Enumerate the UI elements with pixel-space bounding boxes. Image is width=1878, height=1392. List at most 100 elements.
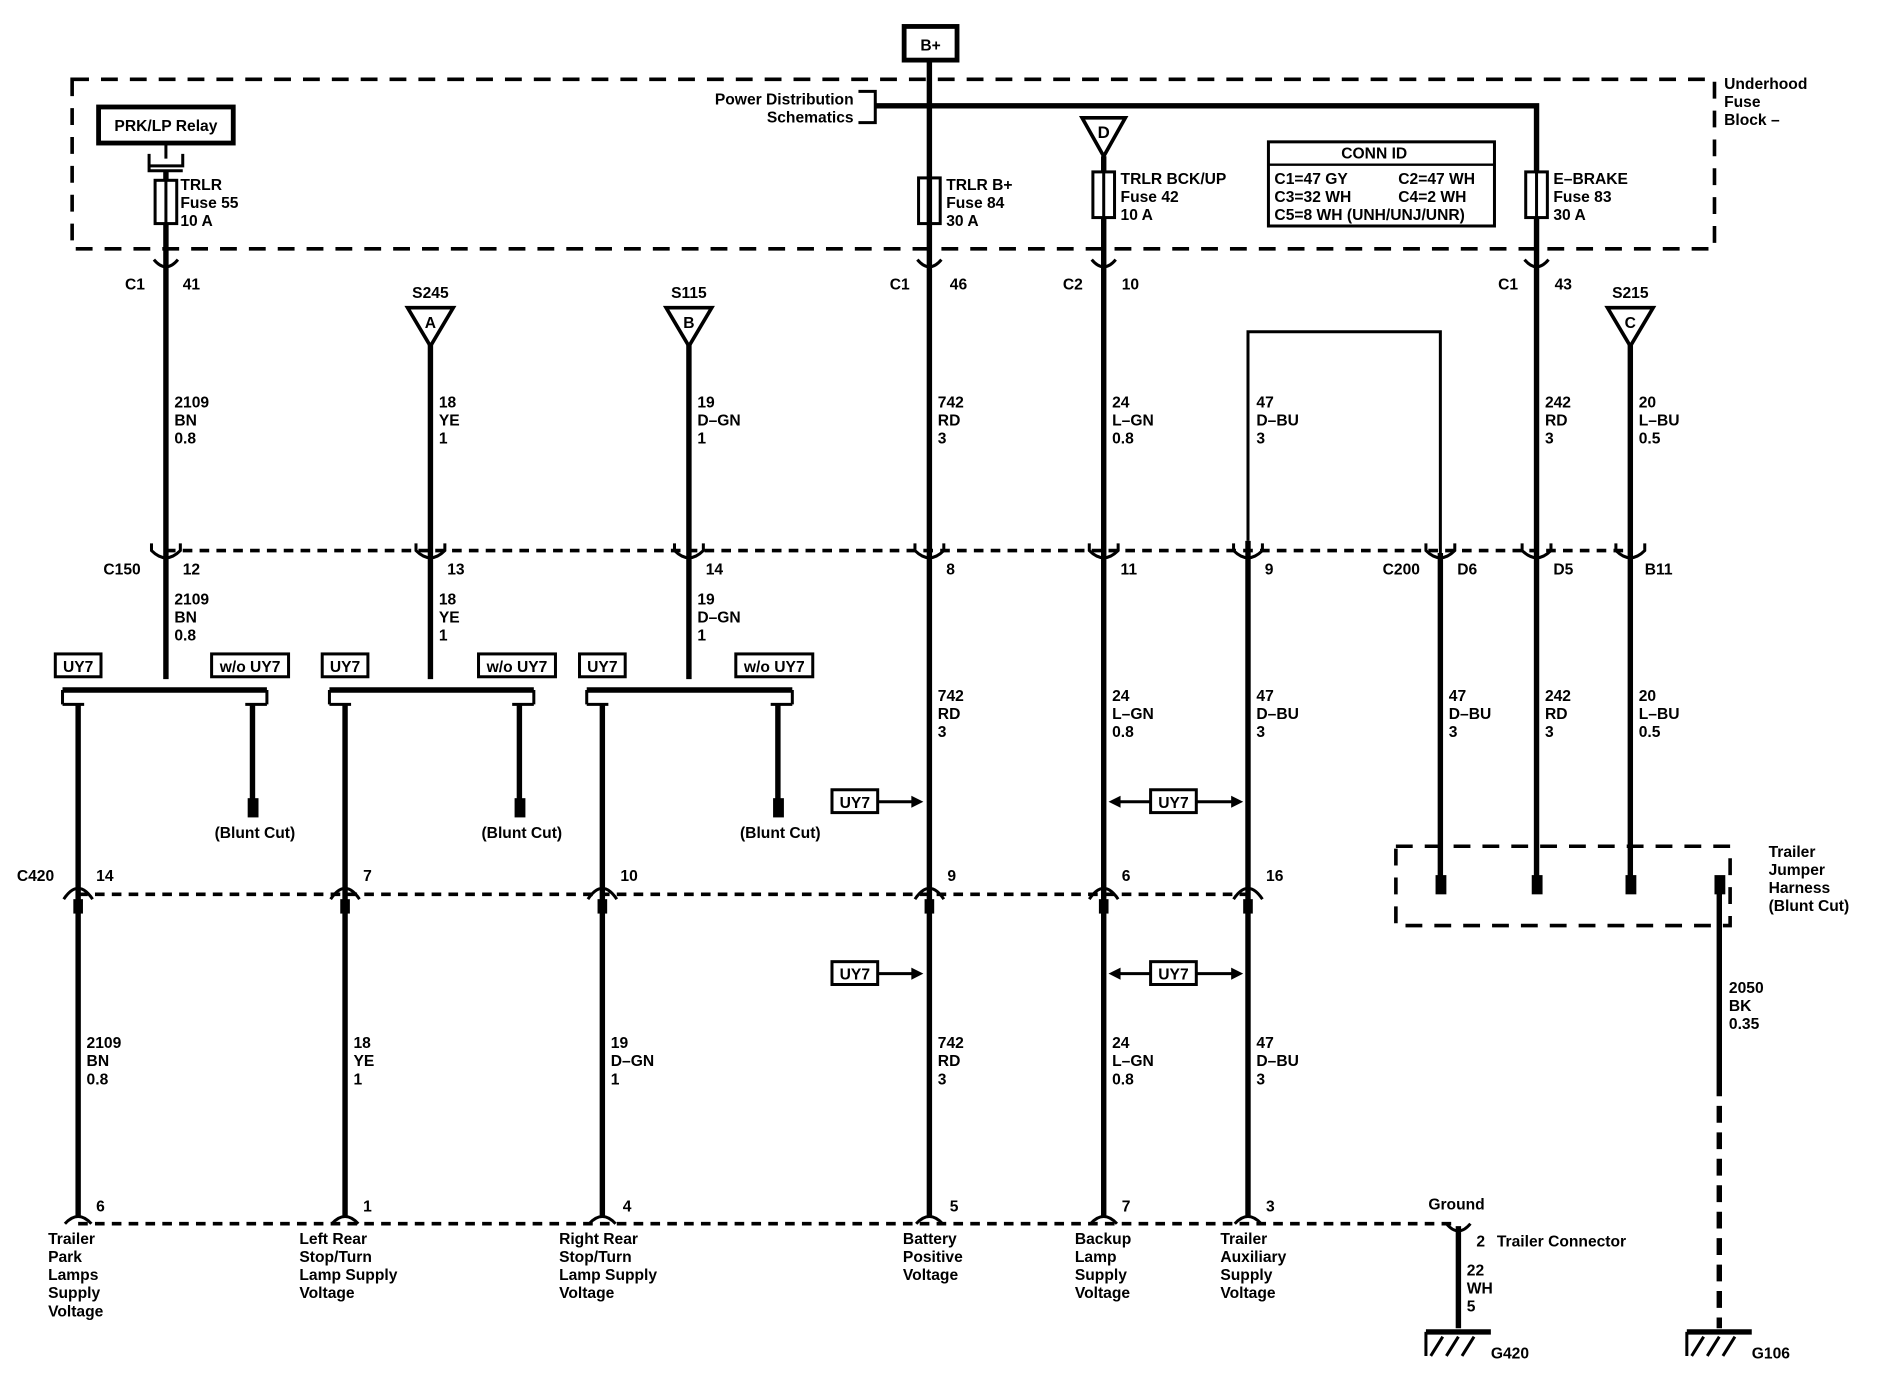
svg-text:30 A: 30 A [946,213,978,230]
svg-text:Supply: Supply [48,1285,100,1302]
svg-text:4: 4 [623,1199,632,1216]
svg-text:242: 242 [1545,688,1571,705]
svg-text:Power Distribution: Power Distribution [715,92,854,109]
svg-text:w/o UY7: w/o UY7 [486,659,548,676]
c420-pin-blocks [73,899,1253,914]
svg-text:Stop/Turn: Stop/Turn [559,1249,632,1266]
svg-text:Voltage: Voltage [559,1285,615,1302]
svg-text:BK: BK [1729,998,1752,1015]
ground-symbol-g106: G106 [1685,1329,1790,1362]
svg-text:43: 43 [1555,277,1573,294]
svg-text:Trailer: Trailer [1769,844,1816,861]
svg-text:1: 1 [697,628,706,645]
svg-text:1: 1 [363,1199,372,1216]
svg-text:11: 11 [1121,562,1138,579]
svg-text:Fuse 55: Fuse 55 [180,195,238,212]
svg-text:Jumper: Jumper [1769,862,1825,879]
svg-text:(Blunt Cut): (Blunt Cut) [481,825,562,842]
svg-text:8: 8 [946,562,955,579]
svg-text:BN: BN [174,610,197,627]
svg-text:3: 3 [1256,1071,1265,1088]
c150-connector: C150 12 13 14 8 11 9 [103,543,1274,579]
svg-text:Fuse: Fuse [1724,94,1761,111]
svg-text:(Blunt Cut): (Blunt Cut) [740,825,821,842]
svg-text:TRLR B+: TRLR B+ [946,177,1012,194]
svg-text:3: 3 [1545,724,1554,741]
svg-text:Lamp Supply: Lamp Supply [299,1267,397,1284]
fuse-83: E–BRAKE Fuse 83 30 A [1524,170,1628,224]
svg-text:5: 5 [1467,1298,1476,1315]
svg-text:30 A: 30 A [1553,207,1585,224]
svg-text:Voltage: Voltage [1075,1285,1131,1302]
svg-text:24: 24 [1112,688,1130,705]
svg-text:YE: YE [439,610,460,627]
svg-text:Lamps: Lamps [48,1267,99,1284]
svg-text:2050: 2050 [1729,980,1764,997]
svg-text:C: C [1625,315,1636,332]
svg-text:24: 24 [1112,395,1130,412]
d-marker: D [1098,123,1110,142]
battery-box: B+ [901,24,960,63]
svg-text:2109: 2109 [174,395,209,412]
svg-text:CONN ID: CONN ID [1341,146,1407,163]
svg-text:Supply: Supply [1075,1267,1127,1284]
splice-markers: S245 A S115 B S215 C [404,285,1657,350]
svg-text:C3=32 WH: C3=32 WH [1274,189,1351,206]
svg-text:Park: Park [48,1249,82,1266]
svg-text:Lamp: Lamp [1075,1249,1117,1266]
svg-text:B: B [683,315,694,332]
svg-text:7: 7 [363,868,372,885]
svg-text:0.8: 0.8 [1112,724,1134,741]
fuse-block-title: Underhood Fuse Block – [1724,76,1807,129]
svg-text:3: 3 [1256,431,1265,448]
svg-text:L–GN: L–GN [1112,1053,1154,1070]
svg-text:0.8: 0.8 [174,431,196,448]
svg-text:L–BU: L–BU [1639,706,1680,723]
svg-text:14: 14 [96,868,114,885]
svg-text:19: 19 [697,592,715,609]
option-tags: UY7 w/o UY7 UY7 w/o UY7 UY7 w/o UY7 UY7 … [53,652,1244,987]
svg-text:C1: C1 [125,277,145,294]
svg-text:Auxiliary: Auxiliary [1220,1249,1286,1266]
svg-text:C150: C150 [103,562,141,579]
svg-text:1: 1 [353,1071,362,1088]
svg-text:Lamp Supply: Lamp Supply [559,1267,657,1284]
svg-text:22: 22 [1467,1262,1485,1279]
svg-text:Voltage: Voltage [1220,1285,1276,1302]
svg-text:0.5: 0.5 [1639,431,1661,448]
svg-text:3: 3 [1266,1199,1275,1216]
svg-text:C1=47 GY: C1=47 GY [1274,171,1348,188]
svg-text:5: 5 [950,1199,959,1216]
svg-text:14: 14 [706,562,724,579]
svg-text:18: 18 [439,592,457,609]
svg-text:S115: S115 [671,285,707,302]
svg-text:C4=2 WH: C4=2 WH [1398,189,1466,206]
svg-text:Schematics: Schematics [767,110,854,127]
svg-text:RD: RD [938,413,961,430]
svg-text:6: 6 [1122,868,1131,885]
svg-text:D–BU: D–BU [1256,1053,1299,1070]
svg-text:L–GN: L–GN [1112,706,1154,723]
svg-text:C2: C2 [1063,277,1083,294]
svg-text:0.8: 0.8 [1112,431,1134,448]
prk-lp-relay: PRK/LP Relay [96,104,236,173]
svg-text:UY7: UY7 [587,659,617,676]
svg-text:G420: G420 [1491,1345,1530,1362]
svg-text:D–BU: D–BU [1256,413,1299,430]
svg-text:7: 7 [1122,1199,1131,1216]
svg-text:UY7: UY7 [1158,967,1188,984]
svg-text:3: 3 [938,431,947,448]
battery-label: B+ [920,37,940,54]
c420-connector: C420 14 7 10 9 6 16 [17,868,1284,901]
svg-text:D–GN: D–GN [697,413,740,430]
svg-text:Voltage: Voltage [299,1285,355,1302]
svg-text:10: 10 [620,868,638,885]
svg-text:0.5: 0.5 [1639,724,1661,741]
svg-text:D–BU: D–BU [1256,706,1299,723]
ground-symbol-g420: G420 [1424,1329,1530,1362]
svg-text:BN: BN [174,413,197,430]
power-distribution-reference: Power Distribution Schematics [715,92,854,127]
svg-text:10: 10 [1122,277,1140,294]
svg-text:Supply: Supply [1220,1267,1272,1284]
